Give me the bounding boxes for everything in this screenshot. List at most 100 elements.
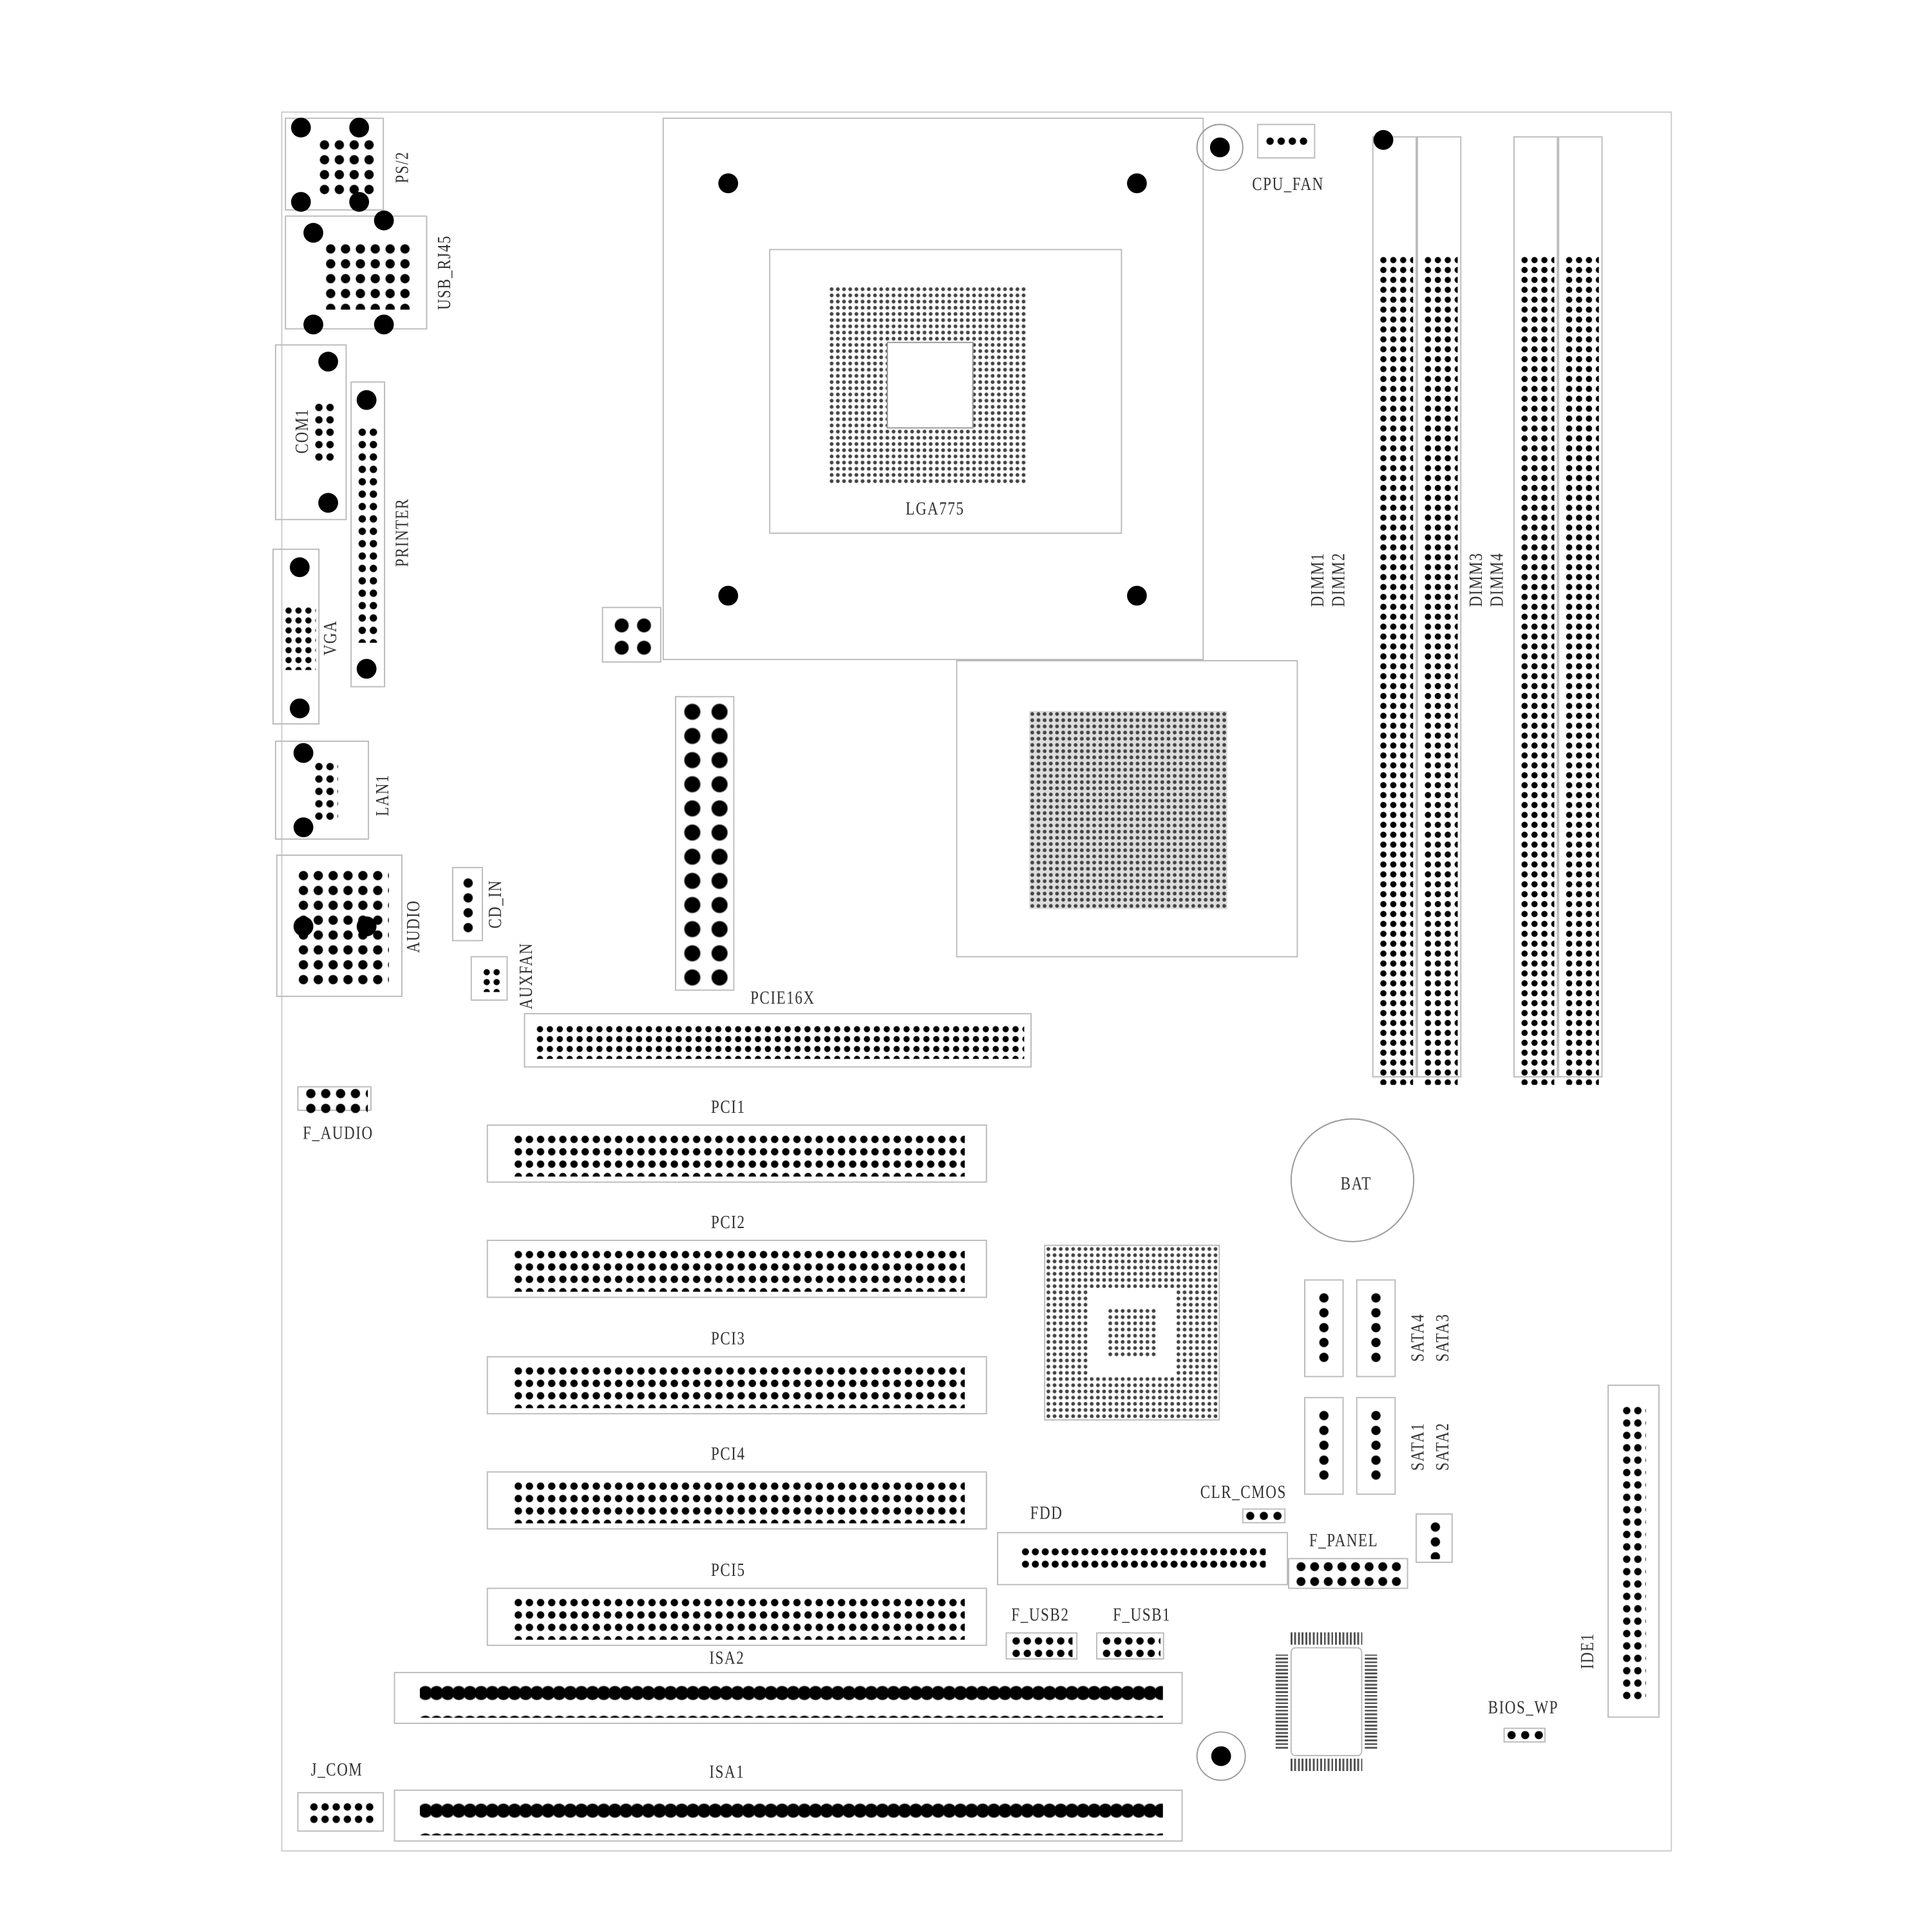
battery-label: BAT: [1340, 1175, 1372, 1195]
component-detail: [419, 1795, 1163, 1836]
component-detail: [535, 1024, 1025, 1059]
component-detail: [323, 242, 410, 310]
component-detail: [513, 1596, 965, 1640]
ide1-label: IDE1: [1578, 1633, 1598, 1669]
mounting-pin: [1127, 173, 1147, 194]
component-detail: [1564, 255, 1599, 1085]
component-detail: [419, 1678, 1163, 1718]
component-detail: [1290, 1632, 1363, 1645]
pci4-label: PCI4: [710, 1444, 746, 1465]
pci1-label: PCI1: [710, 1097, 746, 1118]
pci1-slot: [486, 1124, 987, 1183]
lan1-label: LAN1: [373, 774, 393, 817]
dimm2-label: DIMM2: [1329, 552, 1350, 607]
fdd-connector: [997, 1531, 1289, 1586]
mounting-pin: [349, 192, 370, 212]
component-detail: [1428, 1519, 1443, 1560]
vga-label: VGA: [321, 620, 341, 656]
component-detail: [1029, 710, 1227, 909]
dimm2-slot: [1417, 136, 1462, 1085]
mounting-pin: [1211, 1746, 1231, 1766]
sata1-label: SATA1: [1408, 1422, 1429, 1471]
auxfan-label: AUXFAN: [516, 942, 537, 1010]
mounting-pin: [349, 117, 370, 138]
pci5-label: PCI5: [710, 1561, 746, 1581]
printer-label: PRINTER: [393, 498, 413, 567]
component-detail: [678, 699, 734, 987]
pci3-slot: [486, 1356, 987, 1415]
clr-cmos-label: CLR_CMOS: [1200, 1482, 1287, 1503]
mounting-pin: [356, 390, 377, 410]
cpu-socket: [662, 117, 1204, 661]
component-detail: [1378, 255, 1414, 1085]
sata3-label: SATA3: [1433, 1313, 1454, 1362]
usb-rj45-label: USB_RJ45: [435, 234, 455, 310]
f-usb1-label: F_USB1: [1113, 1605, 1171, 1626]
com1-connector: [274, 344, 347, 520]
component-detail: [611, 614, 656, 659]
mounting-pin: [293, 817, 314, 838]
isa2-label: ISA2: [709, 1649, 745, 1669]
northbridge: [956, 660, 1298, 958]
component-detail: [513, 1480, 965, 1524]
bios-wp-jumper: [1503, 1727, 1546, 1743]
isa2-slot: [393, 1672, 1183, 1724]
component-detail: [283, 605, 316, 670]
mounting-pin: [1373, 129, 1394, 150]
sata4-label: SATA4: [1408, 1313, 1429, 1362]
component-detail: [769, 249, 1122, 534]
com1-label: COM1: [292, 408, 313, 454]
component-detail: [513, 1248, 965, 1292]
cd-in-label: CD_IN: [486, 880, 506, 929]
mounting-pin: [290, 192, 311, 212]
component-detail: [1316, 1408, 1334, 1485]
sata2-port: [1356, 1397, 1396, 1495]
component-detail: [1264, 135, 1309, 147]
mounting-pin: [318, 352, 339, 372]
component-detail: [1365, 1654, 1378, 1749]
mounting-pin: [374, 210, 394, 231]
southbridge: [1044, 1244, 1220, 1421]
dimm4-slot: [1558, 136, 1603, 1085]
mounting-pin: [293, 743, 314, 763]
f-usb2-label: F_USB2: [1011, 1605, 1070, 1626]
pcie16x-label: PCIE16X: [750, 989, 815, 1009]
component-detail: [1290, 1647, 1363, 1756]
jumper-3pin: [1416, 1513, 1453, 1563]
clr-cmos-jumper: [1242, 1508, 1286, 1524]
component-detail: [460, 875, 476, 935]
component-detail: [1107, 1307, 1157, 1358]
component-detail: [1275, 1654, 1289, 1749]
component-detail: [1504, 1728, 1546, 1741]
sata4-port: [1304, 1279, 1344, 1378]
j-com-label: J_COM: [310, 1760, 363, 1781]
mounting-pin: [718, 585, 739, 606]
dimm3-label: DIMM3: [1466, 552, 1487, 607]
mounting-pin: [290, 117, 311, 138]
component-detail: [303, 1086, 368, 1113]
component-detail: [308, 1801, 375, 1826]
mount-hole: [1196, 124, 1244, 171]
dimm1-slot: [1372, 136, 1417, 1085]
component-detail: [356, 426, 379, 643]
f-panel-label: F_PANEL: [1309, 1531, 1379, 1551]
mounting-pin: [374, 314, 394, 335]
j-com-header: [297, 1792, 384, 1832]
component-detail: [886, 341, 974, 429]
pci3-label: PCI3: [710, 1329, 746, 1350]
component-detail: [1316, 1290, 1334, 1368]
mounting-pin: [1127, 585, 1147, 606]
mounting-pin: [318, 493, 339, 513]
component-detail: [1020, 1546, 1266, 1571]
f-panel-header: [1288, 1558, 1408, 1589]
ide1-connector: [1607, 1385, 1660, 1718]
component-detail: [313, 401, 336, 464]
fdd-label: FDD: [1030, 1504, 1063, 1524]
component-detail: [513, 1133, 965, 1177]
component-detail: [1368, 1408, 1386, 1485]
isa1-slot: [393, 1789, 1183, 1842]
component-detail: [1101, 1634, 1160, 1660]
dimm1-label: DIMM1: [1308, 552, 1329, 607]
component-detail: [1294, 1559, 1403, 1589]
